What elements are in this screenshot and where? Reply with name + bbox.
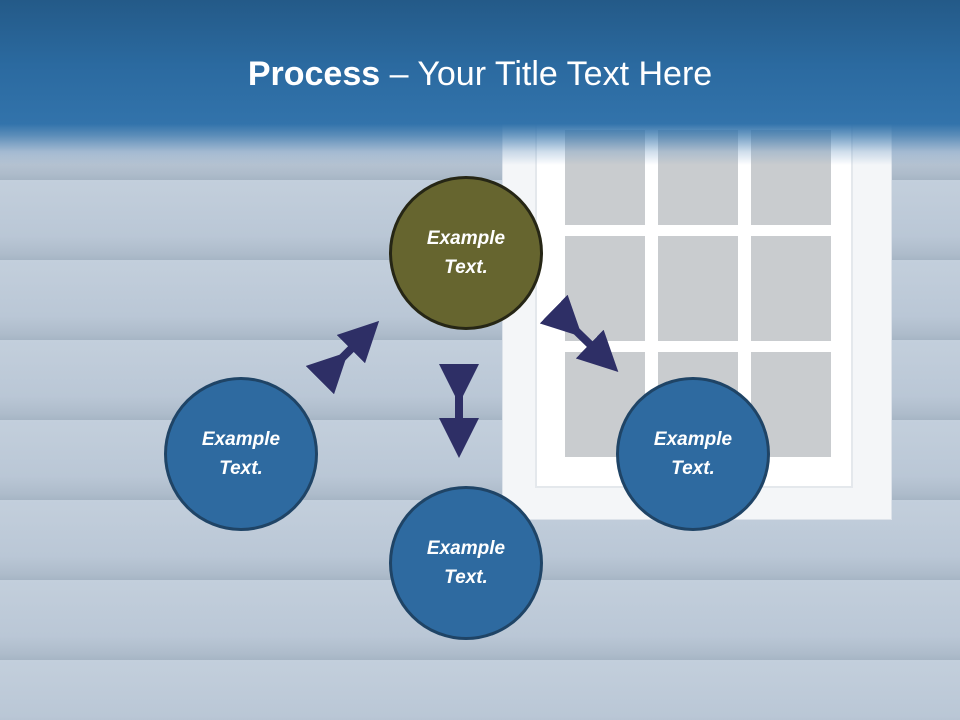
slide-title: Process – Your Title Text Here [0, 52, 960, 96]
title-bold: Process [247, 55, 381, 93]
title-bar [0, 0, 960, 165]
node-top-label: Example Text. [426, 228, 506, 278]
title-rest: – Your Title Text Here [380, 55, 713, 93]
node-top: Example Text. [389, 176, 543, 330]
node-bottom: Example Text. [389, 486, 543, 640]
arrow-top-left [305, 320, 380, 395]
node-left-label: Example Text. [201, 429, 281, 479]
node-bottom-label: Example Text. [426, 538, 506, 588]
node-right: Example Text. [616, 377, 770, 531]
arrow-top-right [539, 294, 619, 372]
node-right-label: Example Text. [653, 429, 733, 479]
node-left: Example Text. [164, 377, 318, 531]
